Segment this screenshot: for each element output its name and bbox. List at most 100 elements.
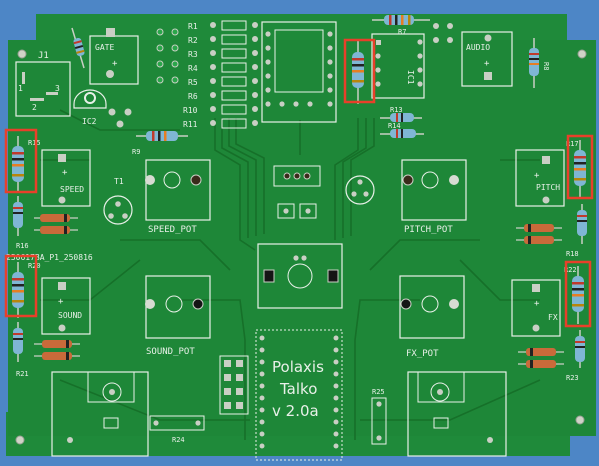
mounting-hole-top-right	[577, 49, 587, 59]
j1-connector: J1 2 3 1	[15, 51, 71, 117]
r9-resistor: R9	[132, 131, 188, 156]
board-title-line3: v 2.0a	[272, 402, 319, 420]
r14-resistor: R14	[380, 122, 424, 138]
r3-label: R3	[188, 50, 198, 59]
speed-pot: SPEED_POT	[145, 159, 211, 235]
bottom-header-footprint	[255, 329, 343, 461]
fx-pot-label: FX_POT	[406, 349, 439, 359]
r8-label: R8	[542, 62, 550, 70]
fx-pot: FX_POT	[399, 275, 465, 359]
audio-label: AUDIO	[466, 43, 490, 52]
mounting-holes	[15, 49, 587, 445]
board-title-line2: Talko	[279, 380, 317, 398]
ic2-label: IC2	[82, 117, 97, 126]
r8-resistor: R8	[529, 38, 550, 88]
r17-label: R17	[566, 140, 579, 148]
t1-label: T1	[114, 177, 124, 186]
r13-resistor: R13	[380, 106, 422, 122]
speed-pot-label: SPEED_POT	[148, 225, 197, 235]
bottom-right-jack	[407, 371, 507, 457]
t1-transistor: T1	[103, 177, 133, 225]
gate-connector: GATE +	[89, 28, 139, 85]
via-grid	[156, 28, 179, 84]
module-footprint	[261, 21, 337, 123]
fx-connector: + FX	[511, 279, 561, 337]
r24-label: R24	[172, 436, 185, 444]
r18-resistor: R18	[566, 204, 587, 258]
pcb-board	[6, 14, 596, 456]
mounting-hole-top-left	[17, 49, 27, 59]
board-title: Polaxis Talko v 2.0a	[272, 358, 324, 420]
audio-plus: +	[484, 59, 490, 69]
pitch-label: PITCH	[536, 183, 560, 192]
r16-resistor: R16	[13, 196, 29, 250]
sound-connector: + SOUND	[41, 277, 91, 335]
pitch-connector: + PITCH	[515, 149, 565, 207]
highlight-box-r15	[4, 128, 38, 194]
r5-label: R5	[188, 78, 198, 87]
r22-resistor-highlighted: R22	[564, 260, 592, 328]
r16-label: R16	[16, 242, 29, 250]
r10-label: R10	[183, 106, 198, 115]
board-id-label: 250617BA_P1_250816	[6, 253, 93, 262]
fx-plus: +	[534, 299, 540, 309]
mounting-hole-bottom-right	[575, 415, 585, 425]
r11-label: R11	[183, 120, 198, 129]
pitch-pot: PITCH_POT	[401, 159, 467, 235]
diodes-right-lower	[518, 348, 564, 368]
sound-pot: SOUND_POT	[145, 275, 211, 357]
mounting-hole-bottom-left	[15, 435, 25, 445]
r2-label: R2	[188, 36, 198, 45]
ic1-resistor-highlighted	[343, 38, 376, 104]
r1-label: R1	[188, 22, 198, 31]
r15-label: R15	[28, 139, 41, 147]
highlight-box-r22	[564, 260, 592, 328]
j1-pin1-label: 1	[18, 84, 23, 93]
r9-label: R9	[132, 148, 140, 156]
r25-label: R25	[372, 388, 385, 396]
resistor-bank: R1 R2 R3 R4 R5 R6 R10 R11	[183, 20, 258, 129]
r25-resistor: R25	[371, 388, 387, 445]
board-shade	[8, 40, 596, 436]
center-jack	[257, 243, 343, 309]
fx-label: FX	[548, 313, 558, 322]
bottom-left-jack	[51, 371, 149, 457]
diagonal-resistor	[71, 27, 85, 69]
diodes-left-lower	[34, 340, 80, 360]
audio-connector: AUDIO +	[461, 31, 513, 87]
r21-label: R21	[16, 370, 29, 378]
r17-resistor-highlighted: R17	[566, 134, 594, 200]
j1-label: J1	[38, 51, 49, 61]
left-header-pads	[219, 355, 249, 415]
r20-resistor-highlighted: R20	[4, 254, 41, 318]
r7-label: R7	[398, 28, 406, 36]
speed-label: SPEED	[60, 185, 84, 194]
board-title-line1: Polaxis	[272, 358, 324, 376]
ic1-label: IC1	[406, 70, 415, 85]
r23-label: R23	[566, 374, 579, 382]
j1-pin2-label: 2	[32, 103, 37, 112]
highlight-box-r20	[4, 254, 38, 318]
r7-resistor: R7	[372, 15, 430, 36]
gate-label: GATE	[95, 43, 114, 52]
sound-plus: +	[58, 297, 64, 307]
r23-resistor: R23	[566, 330, 585, 382]
r14-label: R14	[388, 122, 401, 130]
diodes-right-upper	[516, 224, 562, 244]
highlight-box-r17	[566, 134, 594, 200]
r20-label: R20	[28, 262, 41, 270]
pitch-plus: +	[534, 171, 540, 181]
r24-resistor: R24	[149, 415, 205, 444]
r18-label: R18	[566, 250, 579, 258]
j1-pin3-label: 3	[55, 84, 60, 93]
via-pair-top-right	[433, 23, 453, 43]
sound-label: SOUND	[58, 311, 82, 320]
r22-label: R22	[564, 266, 577, 274]
sound-pot-label: SOUND_POT	[146, 347, 195, 357]
center-header-pads	[273, 165, 321, 219]
pitch-pot-label: PITCH_POT	[404, 225, 453, 235]
r6-label: R6	[188, 92, 198, 101]
ic1-socket: IC1	[371, 33, 425, 99]
